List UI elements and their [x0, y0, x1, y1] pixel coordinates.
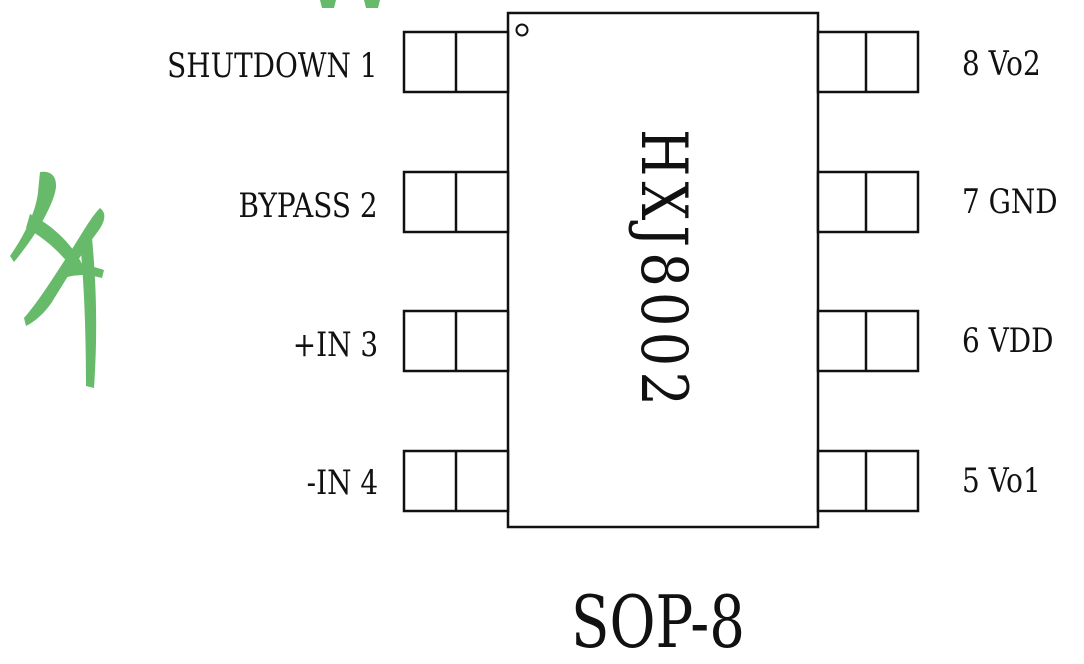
pin-label-vo1: 5 Vo1	[962, 461, 1041, 501]
pin1-marker-dot	[515, 23, 529, 37]
chip-name: HXJ8002	[626, 128, 700, 412]
package-label: SOP-8	[571, 580, 745, 664]
pin-label-minus-in: -IN 4	[306, 463, 378, 503]
pin-8-pad	[816, 30, 920, 94]
pin-label-vo2: 8 Vo2	[962, 44, 1041, 84]
pin-7-pad	[816, 170, 920, 234]
pinout-diagram	[10, 0, 920, 529]
pin-5-pad	[816, 449, 920, 513]
pin-label-plus-in: +IN 3	[292, 325, 378, 365]
pin-label-gnd: 7 GND	[962, 182, 1058, 222]
right-pin-pads	[816, 30, 920, 513]
pin-6-pad	[816, 309, 920, 373]
pin-label-shutdown: SHUTDOWN 1	[167, 46, 378, 86]
pin-label-bypass: BYPASS 2	[238, 186, 378, 226]
pin-label-vdd: 6 VDD	[962, 321, 1054, 361]
watermark-glyph	[10, 0, 380, 388]
chip-body	[506, 11, 820, 529]
left-pin-pads	[402, 30, 510, 513]
